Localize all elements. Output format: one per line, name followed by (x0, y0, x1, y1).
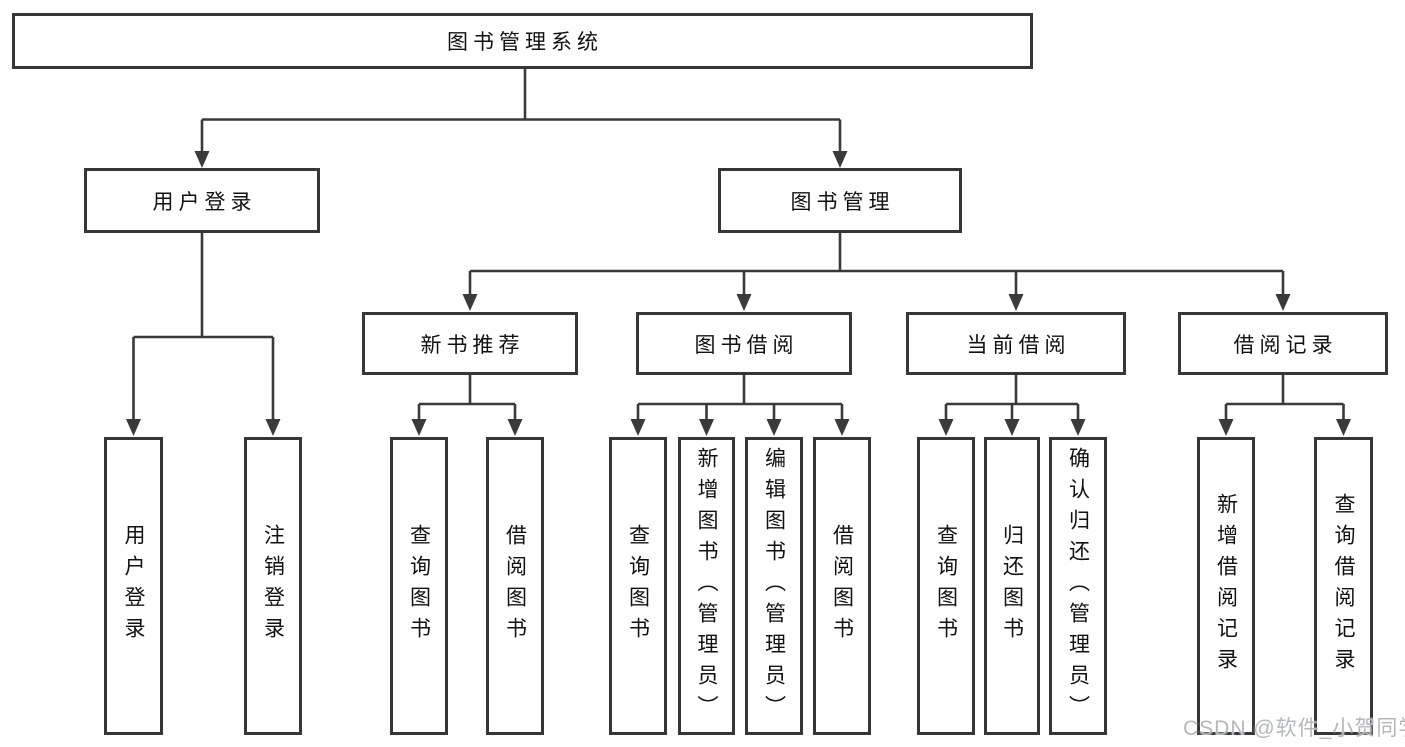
node-label: 新书推荐 (420, 333, 525, 357)
node-root: 图书管理系统 (12, 13, 1033, 69)
node-label: 归还图书 (1000, 524, 1024, 648)
node-book-borrow: 图书借阅 (636, 312, 852, 375)
leaf-query-borrow-record: 查询借阅记录 (1314, 437, 1373, 735)
leaf-add-borrow-record: 新增借阅记录 (1197, 437, 1255, 735)
node-label: 编辑图书（管理员） (762, 446, 786, 726)
leaf-query-books-3: 查询图书 (917, 437, 975, 735)
node-label: 新增图书（管理员） (695, 446, 718, 726)
node-borrow-records: 借阅记录 (1178, 312, 1388, 375)
node-label: 图书管理 (790, 190, 895, 214)
node-label: 查询图书 (934, 524, 958, 648)
leaf-query-books-2: 查询图书 (609, 437, 667, 735)
node-label: 注销登录 (261, 524, 285, 648)
node-label: 用户登录 (122, 524, 145, 648)
node-label: 查询图书 (626, 524, 650, 648)
leaf-add-books-admin: 新增图书（管理员） (678, 437, 735, 735)
node-book-management: 图书管理 (718, 168, 962, 233)
node-label: 用户登录 (152, 190, 257, 214)
node-label: 当前借阅 (966, 333, 1071, 357)
node-label: 确认归还（管理员） (1066, 446, 1090, 726)
node-current-borrow: 当前借阅 (906, 312, 1126, 375)
node-new-book-recommend: 新书推荐 (362, 312, 578, 375)
node-label: 查询图书 (407, 524, 431, 648)
leaf-logout: 注销登录 (244, 437, 302, 735)
leaf-return-books: 归还图书 (984, 437, 1040, 735)
node-label: 借阅图书 (830, 524, 854, 648)
leaf-edit-books-admin: 编辑图书（管理员） (745, 437, 803, 735)
node-user-login: 用户登录 (84, 168, 320, 233)
watermark: CSDN @软件_小贺同学 (1183, 717, 1405, 740)
node-label: 新增借阅记录 (1214, 493, 1238, 679)
node-label: 图书借阅 (694, 333, 799, 357)
node-label: 图书管理系统 (447, 31, 603, 54)
leaf-borrow-books-2: 借阅图书 (813, 437, 871, 735)
node-label: 借阅记录 (1233, 333, 1338, 357)
leaf-borrow-books-1: 借阅图书 (486, 437, 544, 735)
leaf-confirm-return-admin: 确认归还（管理员） (1049, 437, 1107, 735)
node-label: 查询借阅记录 (1332, 493, 1355, 679)
leaf-user-login: 用户登录 (104, 437, 163, 735)
node-label: 借阅图书 (503, 524, 527, 648)
leaf-query-books-1: 查询图书 (390, 437, 448, 735)
